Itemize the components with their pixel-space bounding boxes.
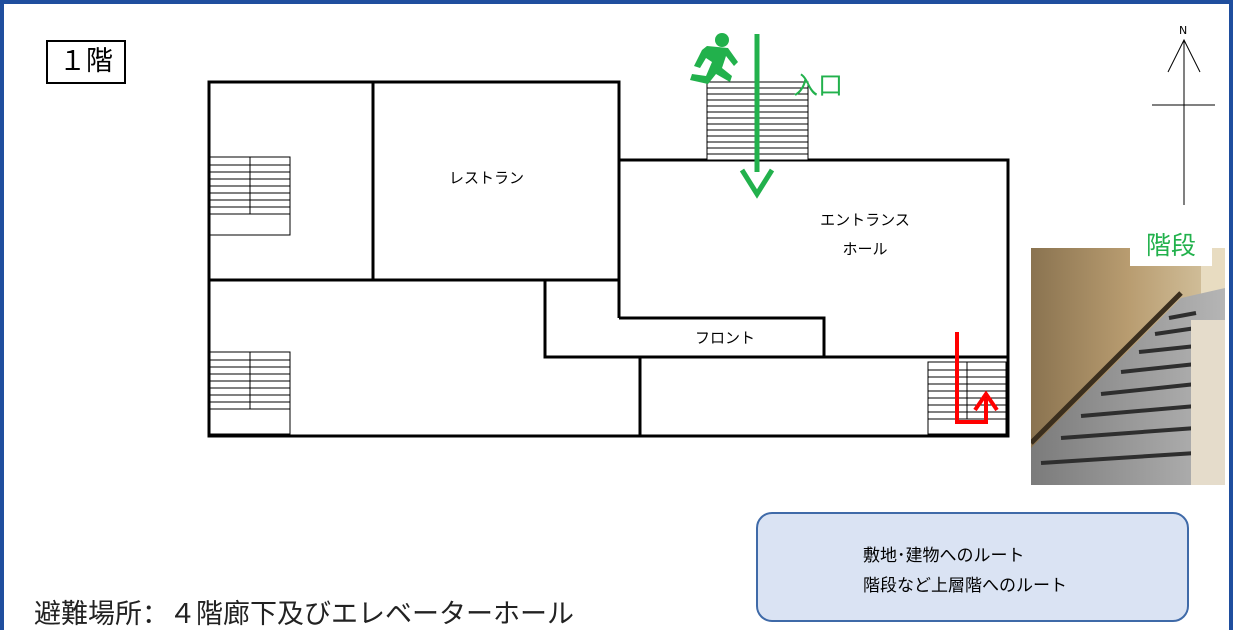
route-legend: 敷地･建物へのルート 階段など上層階へのルート	[756, 512, 1189, 622]
evacuation-shelter-text: 避難場所：４階廊下及びエレベーターホール	[34, 599, 574, 630]
room-label-entrance-hall-line1: エントランス	[820, 211, 910, 229]
compass-north-label: N	[1179, 24, 1188, 37]
floor-label: １階	[46, 40, 126, 84]
entrance-label: 入口	[793, 71, 844, 100]
stairs-photo-label: 階段	[1130, 226, 1212, 266]
building-walls	[207, 80, 1010, 438]
room-label-restaurant: レストラン	[449, 169, 525, 187]
entrance-route-arrow	[739, 34, 775, 199]
emergency-exit-icon	[690, 33, 738, 84]
legend-red-label: 階段など上層階へのルート	[863, 576, 1067, 596]
room-label-front: フロント	[695, 329, 756, 347]
stairs-west-upper	[209, 156, 291, 236]
room-label-entrance-hall-line2: ホール	[842, 240, 888, 258]
compass-icon	[1152, 38, 1215, 205]
stairs-west-lower	[209, 351, 291, 435]
legend-green-label: 敷地･建物へのルート	[863, 546, 1025, 566]
stairs-route-arrow	[955, 332, 999, 424]
stairs-photo	[1031, 248, 1225, 485]
